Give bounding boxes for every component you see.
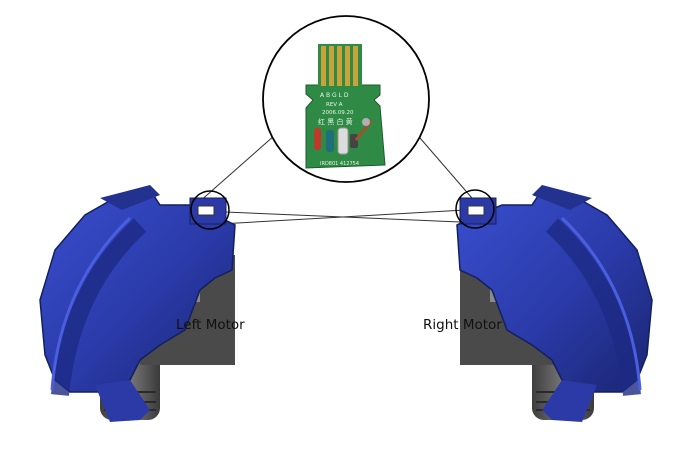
right-motor-label: Right Motor: [423, 317, 502, 333]
pcb-part-code: IRD801 412754: [320, 161, 359, 167]
callout-line-right-top: [419, 137, 479, 206]
pcb-white-component: [337, 127, 349, 155]
right-skirt: [542, 380, 597, 422]
pcb-red-component: [314, 128, 321, 150]
left-skirt: [95, 380, 150, 422]
pcb-date: 2006.09.20: [322, 110, 354, 116]
right-housing-highlight: [560, 216, 642, 391]
pcb-pin-labels: A B G L D: [320, 92, 349, 99]
zoom-circle-outline: [262, 15, 430, 183]
callout-line-right-bottom: [224, 211, 461, 223]
pcb-teal-component: [326, 130, 334, 152]
left-connector-highlight-circle: [190, 190, 230, 230]
right-housing-arc: [545, 218, 641, 396]
right-top-ridge: [532, 185, 592, 210]
pcb-board: [305, 84, 386, 169]
pcb-dark-component: [350, 134, 358, 148]
gold-contacts: [321, 46, 358, 86]
pcb-chinese-markings: 红 黑 白 黄: [318, 117, 353, 126]
left-housing-highlight: [50, 216, 132, 391]
pcb-zoom-inset: A B G L D REV A 2006.09.20 红 黑 白 黄 IRD80…: [262, 15, 430, 183]
left-connector-socket: [197, 205, 215, 216]
pcb-via: [362, 118, 370, 126]
right-connector-socket: [467, 205, 485, 216]
left-motor-label: Left Motor: [176, 317, 245, 333]
pcb-rev: REV A: [326, 102, 343, 108]
left-housing-arc: [51, 218, 147, 396]
right-motor-image: [455, 185, 653, 422]
right-connector-highlight-circle: [455, 189, 495, 229]
left-top-ridge: [100, 185, 160, 210]
left-motor-image: [39, 185, 236, 422]
